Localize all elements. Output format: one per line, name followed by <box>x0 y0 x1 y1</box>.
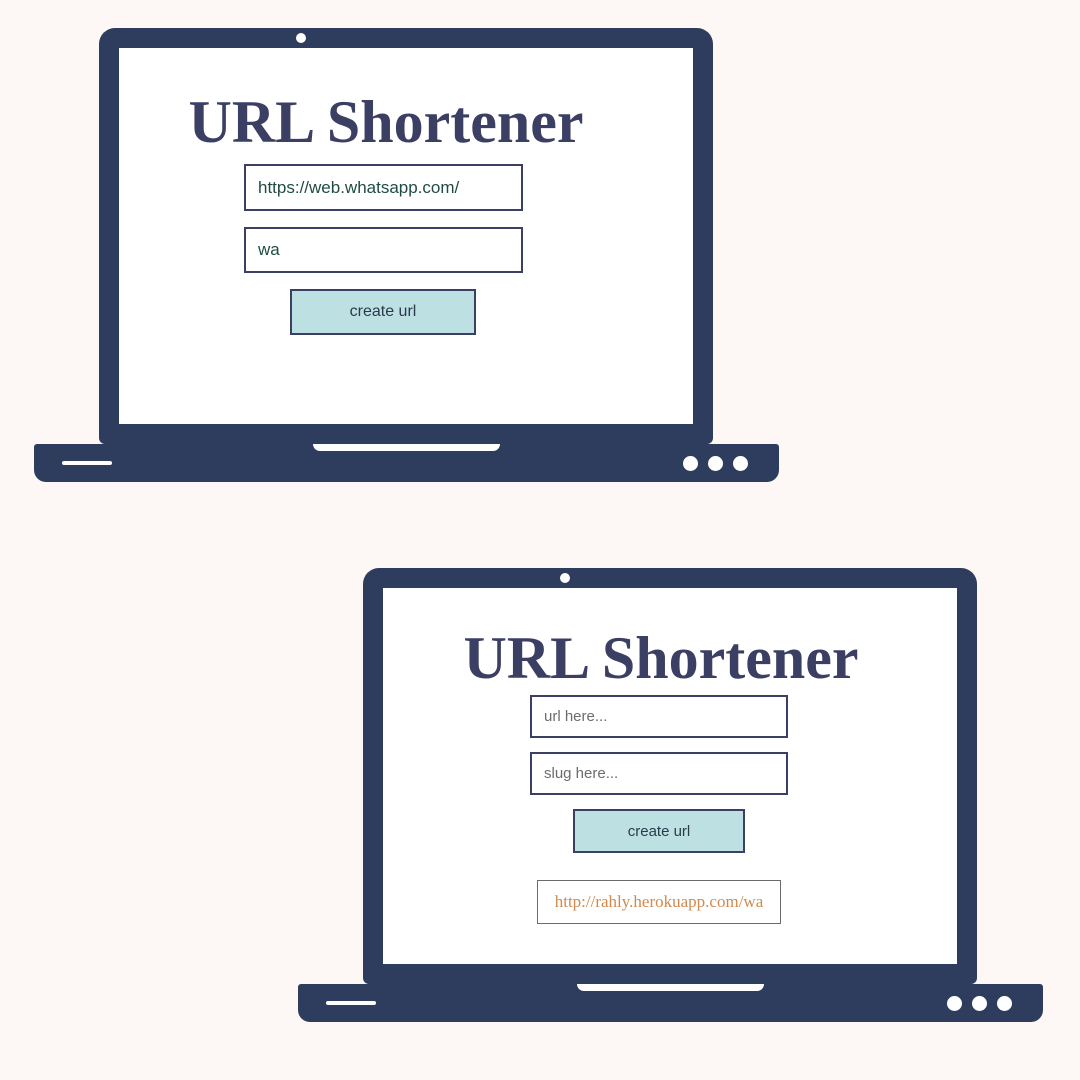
webcam-icon <box>296 33 306 43</box>
indicator-light-icon <box>733 456 748 471</box>
laptop-screen: URL Shortener create url <box>119 48 693 424</box>
indicator-light-icon <box>947 996 962 1011</box>
indicator-light-icon <box>708 456 723 471</box>
url-input[interactable] <box>530 695 788 738</box>
vent-slot-icon <box>62 461 112 465</box>
slug-input[interactable] <box>530 752 788 795</box>
laptop-lid: URL Shortener create url http://rahly.he… <box>363 568 977 984</box>
laptop-screen: URL Shortener create url http://rahly.he… <box>383 588 957 964</box>
laptop-lid: URL Shortener create url <box>99 28 713 444</box>
laptop-base <box>298 984 1043 1022</box>
vent-slot-icon <box>326 1001 376 1005</box>
slug-input[interactable] <box>244 227 523 273</box>
page-title: URL Shortener <box>188 89 584 155</box>
url-input[interactable] <box>244 164 523 211</box>
create-url-button[interactable]: create url <box>290 289 476 335</box>
webcam-icon <box>560 573 570 583</box>
short-url-link[interactable]: http://rahly.herokuapp.com/wa <box>537 880 781 924</box>
page-title: URL Shortener <box>463 625 859 691</box>
indicator-light-icon <box>683 456 698 471</box>
indicator-light-icon <box>972 996 987 1011</box>
trackpad-notch <box>577 984 764 991</box>
trackpad-notch <box>313 444 500 451</box>
laptop-base <box>34 444 779 482</box>
create-url-button[interactable]: create url <box>573 809 745 853</box>
indicator-light-icon <box>997 996 1012 1011</box>
